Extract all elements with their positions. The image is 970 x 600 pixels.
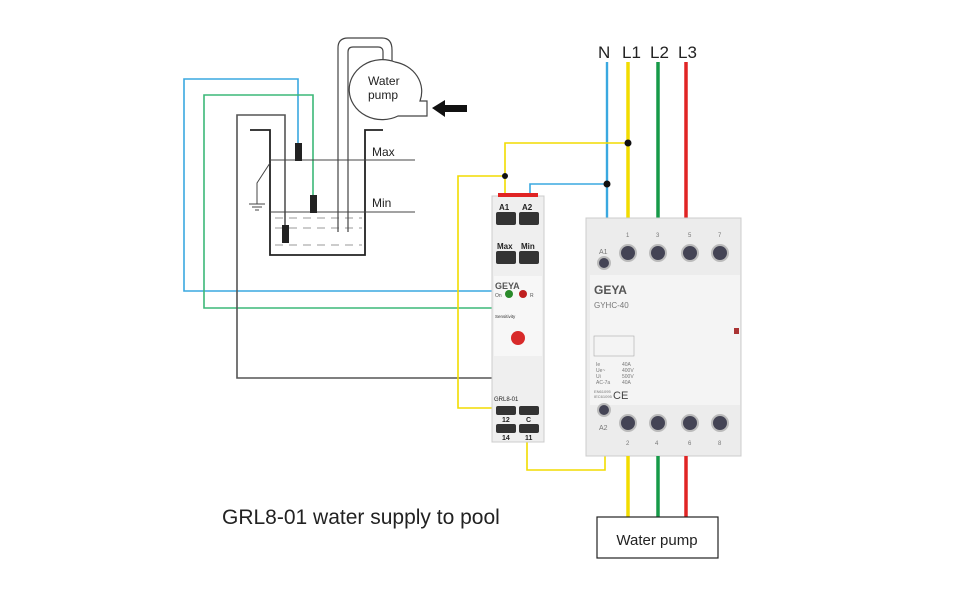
contactor-specs: Ie 40A Ue~ 400V Ui 500V AC-7a 40A EN61095 IE…: [594, 362, 634, 399]
relay-terminal-c-label: C: [526, 417, 531, 424]
min-electrode-wire: [203, 94, 532, 309]
junction-dot: [502, 173, 508, 179]
svg-text:400V: 400V: [622, 368, 634, 374]
phase-n-label: N: [598, 43, 610, 62]
contactor-a2-label: A2: [599, 425, 608, 432]
sensitivity-dial[interactable]: [511, 331, 525, 345]
contactor-model-label: GYHC-40: [594, 301, 629, 310]
water-pump-symbol: [348, 59, 428, 121]
terminal-7-label: 7: [718, 233, 722, 239]
ground-icon: [249, 162, 271, 211]
gyhc-40-contactor: 1 3 5 7 2 4 6 8 A1 A2 GEYA GYHC-40 Ie 40A…: [585, 217, 742, 457]
led-on-indicator: [505, 290, 513, 298]
max-electrode: [295, 143, 302, 161]
relay-terminal-11-label: 11: [525, 435, 533, 442]
phase-l3-label: L3: [678, 43, 697, 62]
relay-model-label: GRL8-01: [494, 397, 519, 403]
pump-label-line2: pump: [368, 88, 398, 102]
terminal-6-label: 6: [688, 441, 692, 447]
neutral-to-relay-a2-wire: [529, 183, 607, 196]
led-on-label: On: [495, 293, 502, 299]
phase-l1-label: L1: [622, 43, 641, 62]
sensitivity-label: Sensitivity: [495, 314, 516, 319]
led-r-indicator: [519, 290, 527, 298]
water-pump-load-box: [596, 516, 719, 559]
svg-text:Ui: Ui: [596, 374, 601, 380]
min-electrode: [310, 195, 317, 213]
relay-a1-label: A1: [499, 203, 510, 212]
relay-12-feed-wire: [457, 175, 505, 409]
inflow-arrow-icon: [432, 100, 467, 117]
relay-min-label: Min: [521, 242, 535, 251]
relay-a2-label: A2: [522, 203, 533, 212]
l1-to-relay-a1-wire: [504, 142, 628, 196]
svg-text:EN61095: EN61095: [594, 389, 611, 394]
common-electrode: [282, 225, 289, 243]
water-pump-load-label: Water pump: [616, 532, 697, 549]
pump-pipe: [337, 37, 393, 232]
relay-brand-logo: GEYA: [495, 281, 520, 291]
svg-text:40A: 40A: [622, 362, 632, 368]
water-tank: [250, 129, 383, 256]
contactor-brand-logo: GEYA: [594, 283, 627, 297]
junction-dot: [603, 180, 611, 188]
svg-text:40A: 40A: [622, 380, 632, 386]
relay-terminal-14-label: 14: [502, 435, 510, 442]
terminal-4-label: 4: [655, 441, 659, 447]
diagram-caption: GRL8-01 water supply to pool: [222, 506, 500, 529]
svg-text:Ue~: Ue~: [596, 368, 605, 374]
svg-text:500V: 500V: [622, 374, 634, 380]
svg-text:AC-7a: AC-7a: [596, 380, 610, 386]
terminal-8-label: 8: [718, 441, 722, 447]
terminal-3-label: 3: [656, 233, 660, 239]
relay-terminal-12-label: 12: [502, 417, 510, 424]
max-label: Max: [372, 145, 395, 159]
terminal-1-label: 1: [626, 233, 630, 239]
contact-schematic: [593, 335, 635, 357]
terminal-2-label: 2: [626, 441, 630, 447]
phase-l2-label: L2: [650, 43, 669, 62]
pump-label-line1: Water: [368, 74, 400, 88]
contactor-a1-label: A1: [599, 249, 608, 256]
led-r-label: R: [530, 293, 534, 299]
min-label: Min: [372, 196, 391, 210]
terminal-5-label: 5: [688, 233, 692, 239]
svg-text:Ie: Ie: [596, 362, 600, 368]
svg-text:IEC61095: IEC61095: [594, 394, 613, 399]
ce-mark: CE: [613, 390, 628, 402]
grl8-01-relay: A1 A2 Max Min GEYA On R Sensitivity GRL8…: [491, 193, 545, 443]
relay-max-label: Max: [497, 242, 513, 251]
junction-dot: [624, 139, 632, 147]
